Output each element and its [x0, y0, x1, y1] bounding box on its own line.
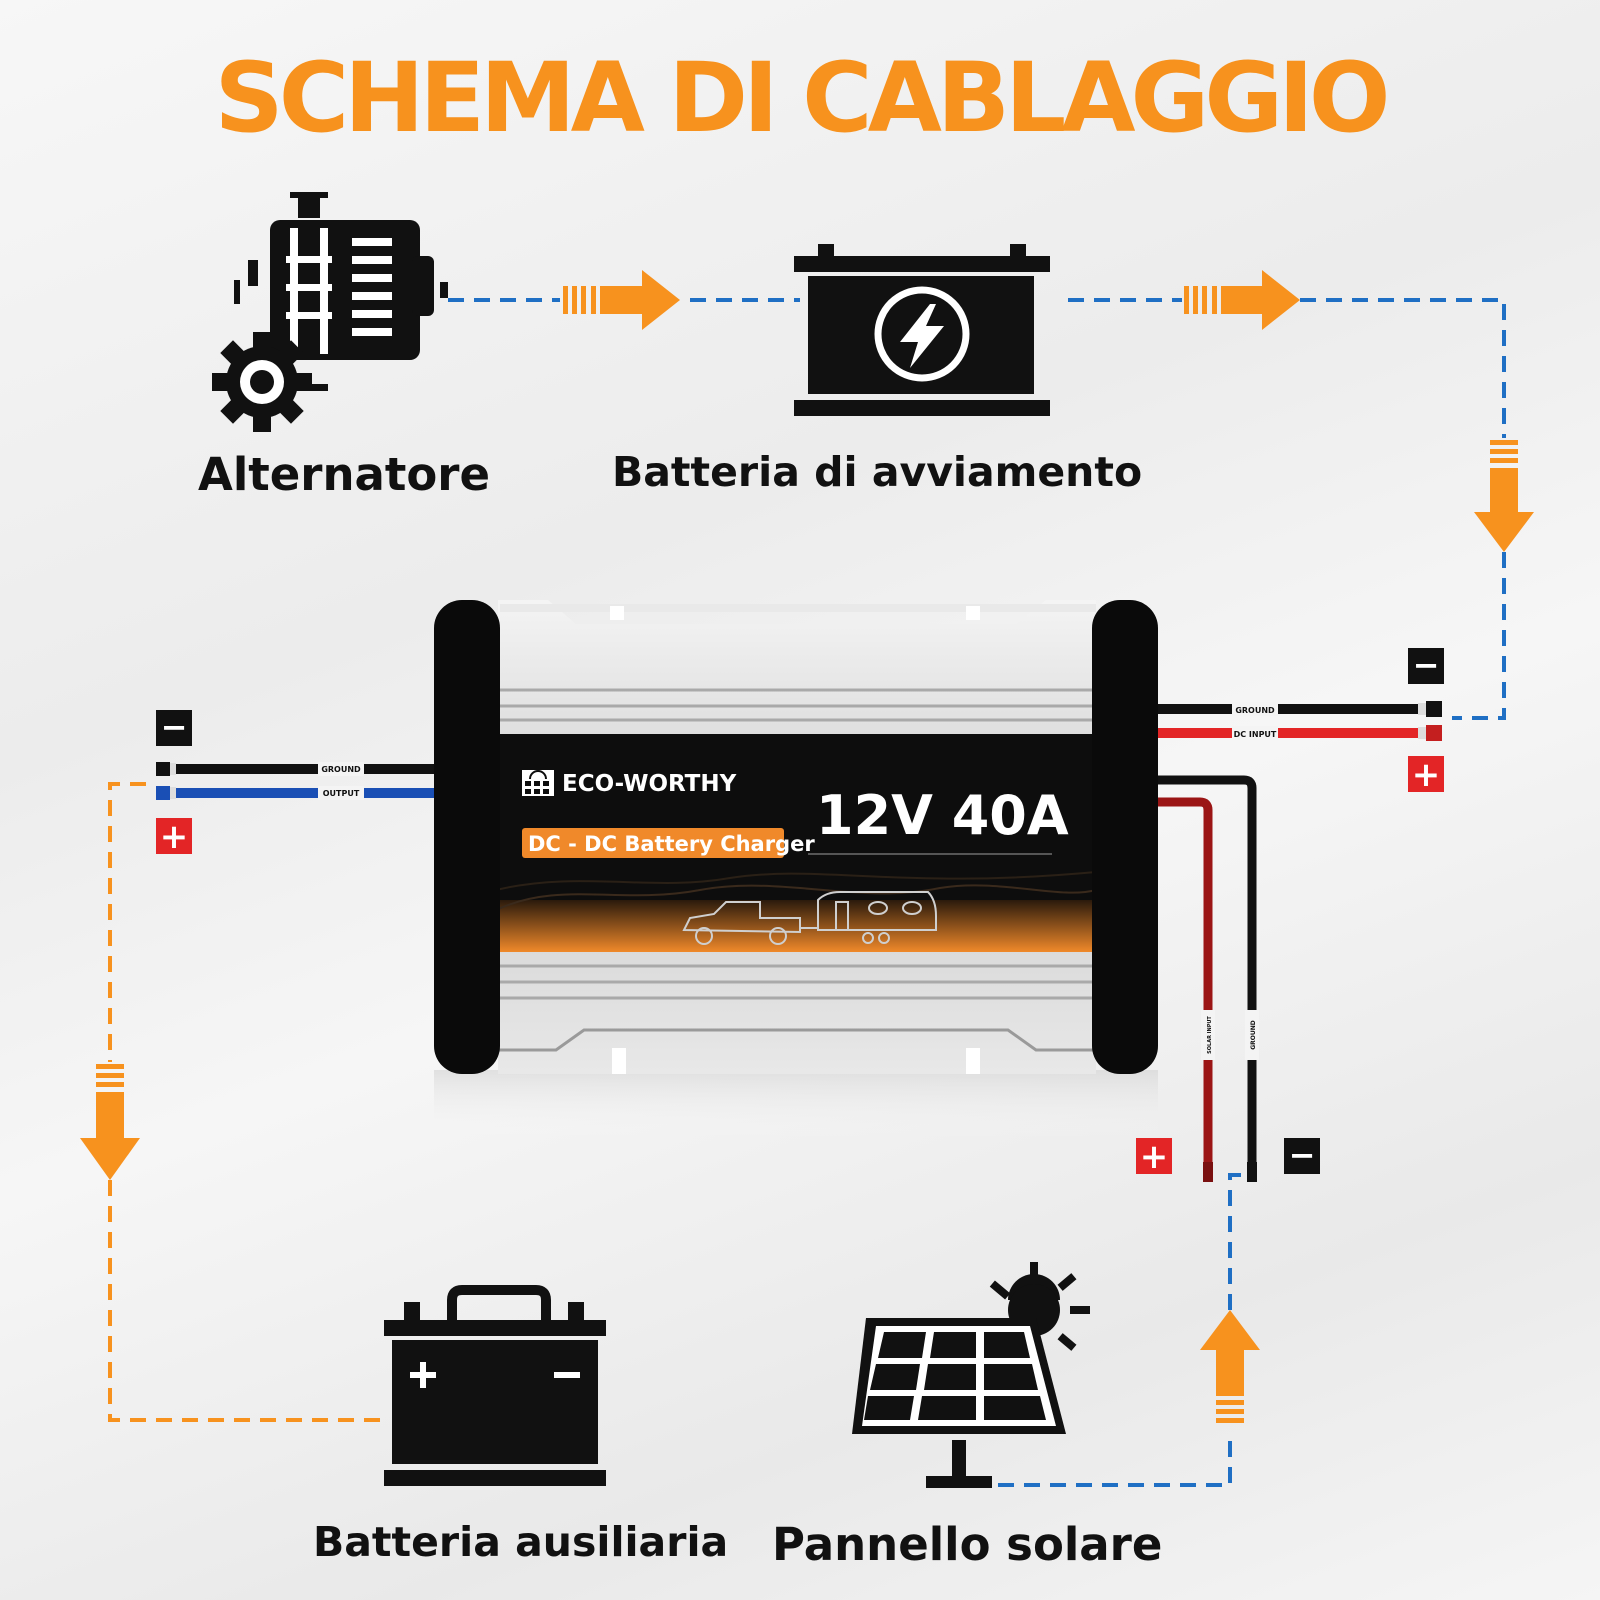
flow-arrow-right-1 [563, 270, 680, 330]
wire-label-solar-ground: GROUND [1250, 1020, 1257, 1050]
plus-badge-input: + [1408, 755, 1444, 795]
wire-label-output-ground: GROUND [321, 765, 361, 774]
solar-panel-icon [852, 1262, 1090, 1488]
plus-badge-output: + [156, 817, 192, 857]
flow-arrow-down-right [1474, 440, 1534, 552]
flow-arrow-right-2 [1184, 270, 1300, 330]
svg-text:−: − [1289, 1136, 1316, 1174]
output-cables: GROUND OUTPUT [156, 762, 434, 800]
svg-text:+: + [1412, 755, 1441, 795]
svg-text:+: + [160, 817, 189, 857]
label-starter-battery: Batteria di avviamento [612, 448, 1143, 496]
wire-label-solar-input: SOLAR INPUT [1207, 1016, 1213, 1054]
label-solar-panel: Pannello solare [772, 1518, 1163, 1571]
lightning-battery-icon [794, 244, 1050, 416]
wire-label-dc-input: DC INPUT [1234, 730, 1277, 739]
svg-text:+: + [1140, 1137, 1169, 1177]
input-cables: GROUND DC INPUT [1158, 701, 1442, 741]
dc-dc-charger: ECO-WORTHY DC - DC Battery Charger 12V 4… [434, 600, 1158, 1140]
flow-arrow-down-left [80, 1064, 140, 1180]
alternator-icon [212, 192, 448, 432]
charger-product: DC - DC Battery Charger [528, 832, 815, 856]
minus-badge-solar: − [1284, 1136, 1320, 1174]
flow-arrow-up [1200, 1310, 1260, 1423]
diagram-title: SCHEMA DI CABLAGGIO [214, 42, 1391, 154]
minus-badge-input: − [1408, 646, 1444, 684]
svg-text:−: − [1413, 646, 1440, 684]
eco-worthy-logo [522, 770, 554, 796]
minus-badge-output: − [156, 708, 192, 746]
wire-label-output: OUTPUT [323, 789, 360, 798]
solar-cables: SOLAR INPUT GROUND [1158, 775, 1259, 1182]
plus-badge-solar: + [1136, 1137, 1172, 1177]
svg-text:−: − [161, 708, 188, 746]
flow-battery-to-charger [1068, 298, 1506, 720]
battery-icon [384, 1285, 606, 1486]
charger-brand: ECO-WORTHY [562, 771, 737, 797]
flow-solar-to-charger [998, 1173, 1250, 1487]
label-alternator: Alternatore [198, 448, 491, 501]
charger-rating: 12V 40A [816, 784, 1069, 847]
label-aux-battery: Batteria ausiliaria [313, 1518, 729, 1566]
wire-label-input-ground: GROUND [1235, 706, 1275, 715]
flow-charger-to-aux-battery [108, 782, 384, 1422]
truck-illustration [682, 891, 937, 945]
